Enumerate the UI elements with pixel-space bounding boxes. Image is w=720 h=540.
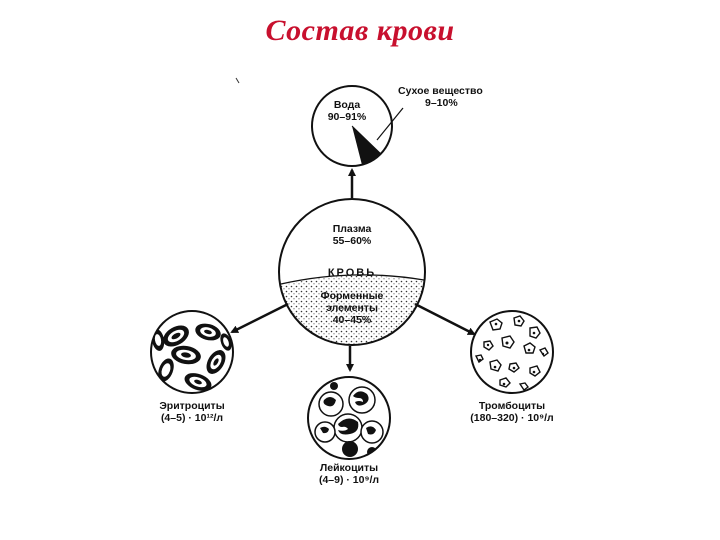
platelets-count: (180–320) · 10⁹/л (470, 412, 553, 424)
water-label: Вода (334, 99, 361, 111)
plasma-composition-pie: Вода 90–91% Сухое вещество 9–10% (311, 85, 483, 167)
stray-mark (235, 77, 240, 84)
blood-word: КРОВЬ (328, 267, 376, 279)
blood-circle: Плазма 55–60% КРОВЬ Форменные элементы 4… (278, 198, 426, 346)
plasma-label: Плазма (333, 223, 372, 235)
blood-circle-outline (278, 198, 426, 346)
platelets-circle: Тромбоциты (180–320) · 10⁹/л (470, 310, 554, 424)
dry-matter-value: 9–10% (425, 97, 458, 109)
red-blood-cells (151, 323, 232, 391)
arrows (230, 168, 476, 372)
formed-elements-region (279, 275, 425, 345)
dry-matter-slice (352, 126, 381, 165)
formed-elements-value: 40–45% (333, 314, 372, 326)
platelets-label: Тромбоциты (479, 400, 545, 412)
erythrocytes-count: (4–5) · 10¹²/л (161, 412, 223, 424)
arrow-to-erythrocytes (230, 302, 289, 334)
plasma-divider-line (280, 274, 425, 285)
formed-elements-label-2: элементы (326, 302, 378, 314)
dry-matter-label: Сухое вещество (398, 85, 483, 97)
erythrocytes-label: Эритроциты (159, 400, 224, 412)
erythrocytes-circle: Эритроциты (4–5) · 10¹²/л (150, 310, 234, 424)
leukocytes-count: (4–9) · 10⁹/л (319, 474, 379, 486)
dry-matter-pointer (376, 107, 404, 141)
page-title: Состав крови (265, 14, 455, 47)
leukocytes-circle: Лейкоциты (4–9) · 10⁹/л (307, 376, 391, 486)
water-value: 90–91% (328, 111, 367, 123)
formed-elements-label-1: Форменные (321, 290, 384, 302)
arrow-to-platelets (414, 302, 476, 336)
leukocytes-label: Лейкоциты (320, 462, 378, 474)
platelet-granules (478, 319, 545, 386)
plasma-value: 55–60% (333, 235, 372, 247)
